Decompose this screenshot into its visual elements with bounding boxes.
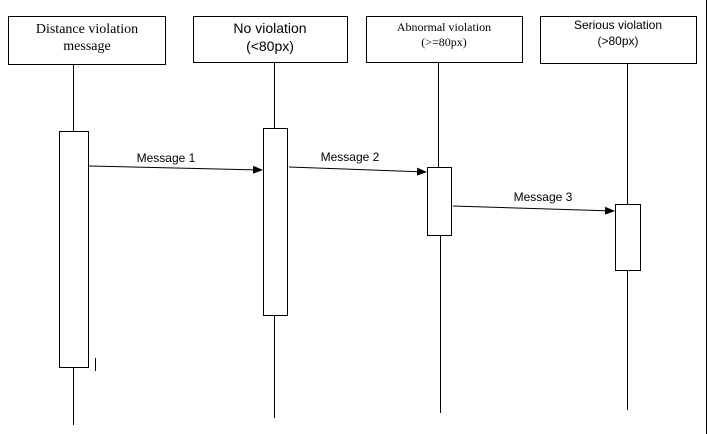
message-2: Message 2 [288, 150, 427, 176]
participant-abnormal-violation: Abnormal violation (>=80px) [366, 16, 523, 413]
message-label: Message 2 [321, 150, 380, 164]
participant-box [540, 16, 697, 64]
activation-bar [427, 167, 452, 236]
participant-title-line2: (<80px) [246, 38, 294, 54]
participant-box [366, 16, 523, 63]
participant-box [193, 16, 348, 63]
participant-serious-violation: Serious violation (>80px) [540, 16, 697, 410]
participant-title-line2: message [63, 39, 110, 54]
message-3: Message 3 [452, 190, 615, 215]
activation-bar [615, 204, 641, 271]
participant-title-line1: Distance violation [36, 22, 138, 37]
participant-distance-violation: Distance violation message [8, 16, 166, 425]
activation-bar [263, 128, 288, 316]
participant-box [8, 16, 166, 65]
participant-title-line2: (>=80px) [421, 35, 467, 49]
participant-title-line1: No violation [233, 20, 306, 36]
participant-title-line1: Abnormal violation [397, 20, 491, 34]
participant-title-line1: Serious violation [574, 18, 662, 32]
message-arrow [88, 165, 263, 174]
message-arrow [452, 205, 615, 215]
activation-bar [59, 131, 89, 368]
message-label: Message 1 [137, 151, 196, 165]
message-label: Message 3 [514, 190, 573, 204]
message-arrow [288, 166, 427, 176]
participant-title-line2: (>80px) [597, 34, 638, 48]
message-1: Message 1 [88, 151, 263, 174]
participant-no-violation: No violation (<80px) [193, 16, 348, 418]
